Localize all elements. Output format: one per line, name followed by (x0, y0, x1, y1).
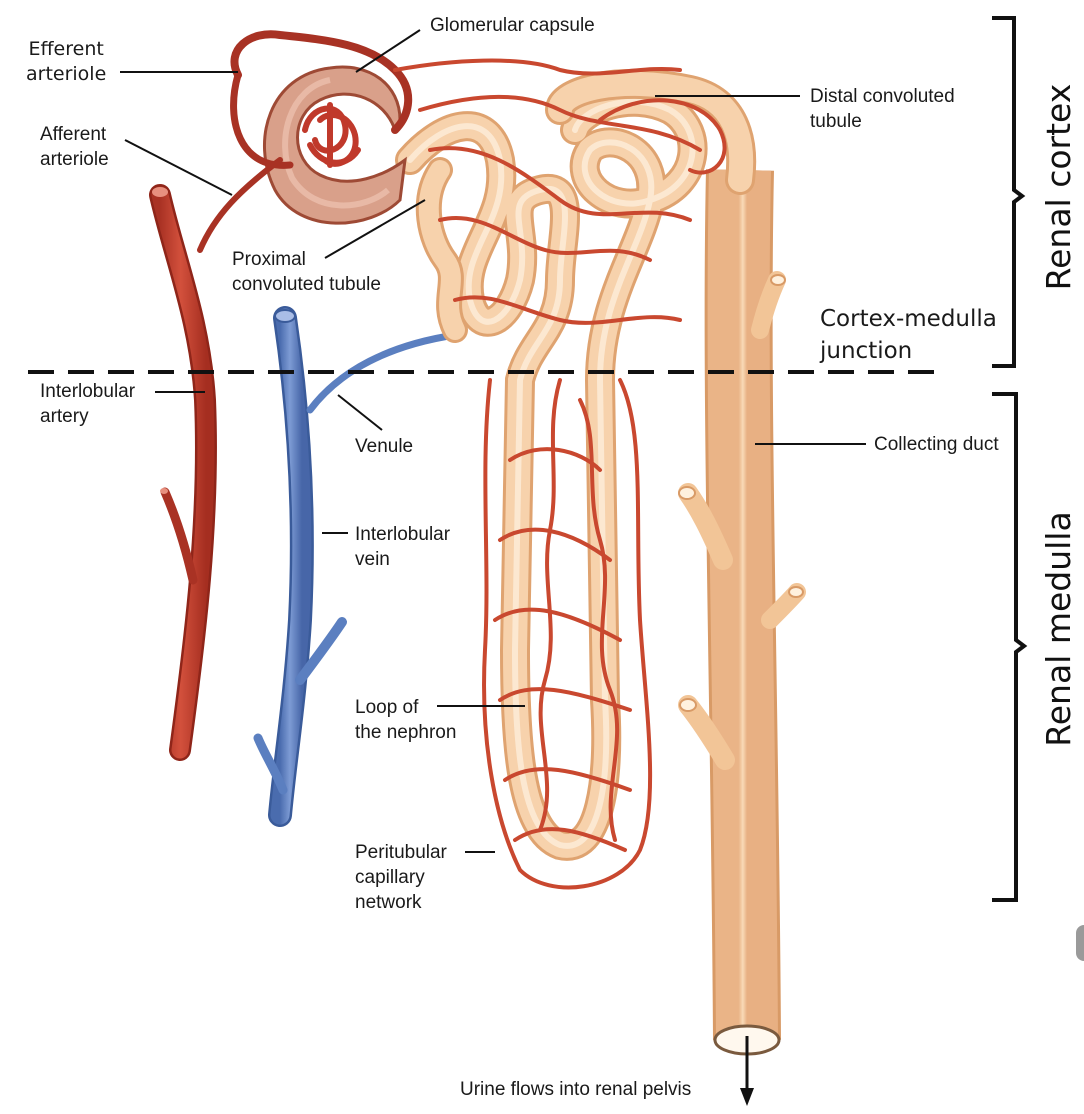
nephron-tubule (395, 68, 757, 861)
label-loop-of-nephron: Loop of the nephron (355, 697, 457, 743)
label-venule: Venule (355, 436, 414, 457)
label-renal-cortex: Renal cortex (1039, 83, 1078, 291)
arterioles-and-capillaries (197, 30, 727, 890)
collecting-duct (678, 169, 806, 1056)
interlobular-artery (149, 184, 217, 761)
glomerulus (302, 102, 361, 168)
label-glomerular-capsule: Glomerular capsule (430, 15, 595, 36)
glomerular-capsule (262, 65, 407, 225)
label-interlobular-vein: Interlobular vein (355, 524, 451, 570)
label-efferent-arteriole: Efferent arteriole (26, 38, 107, 85)
label-urine-flow: Urine flows into renal pelvis (460, 1079, 692, 1100)
label-afferent-arteriole: Afferent arteriole (40, 124, 109, 170)
label-distal-convoluted-tubule: Distal convoluted tubule (810, 86, 955, 132)
leader-lines (120, 29, 866, 853)
interlobular-vein (253, 306, 459, 827)
label-interlobular-artery: Interlobular artery (40, 381, 136, 427)
label-collecting-duct: Collecting duct (874, 434, 999, 455)
urine-flow-arrow (740, 1036, 754, 1106)
label-proximal-convoluted-tubule: Proximal convoluted tubule (232, 249, 381, 295)
region-brackets (992, 16, 1028, 902)
label-cortex-medulla-junction: Cortex-medulla junction (820, 306, 997, 364)
scrollbar-thumb[interactable] (1076, 925, 1084, 961)
label-peritubular-capillary-network: Peritubular capillary network (355, 842, 447, 913)
label-renal-medulla: Renal medulla (1039, 511, 1078, 747)
